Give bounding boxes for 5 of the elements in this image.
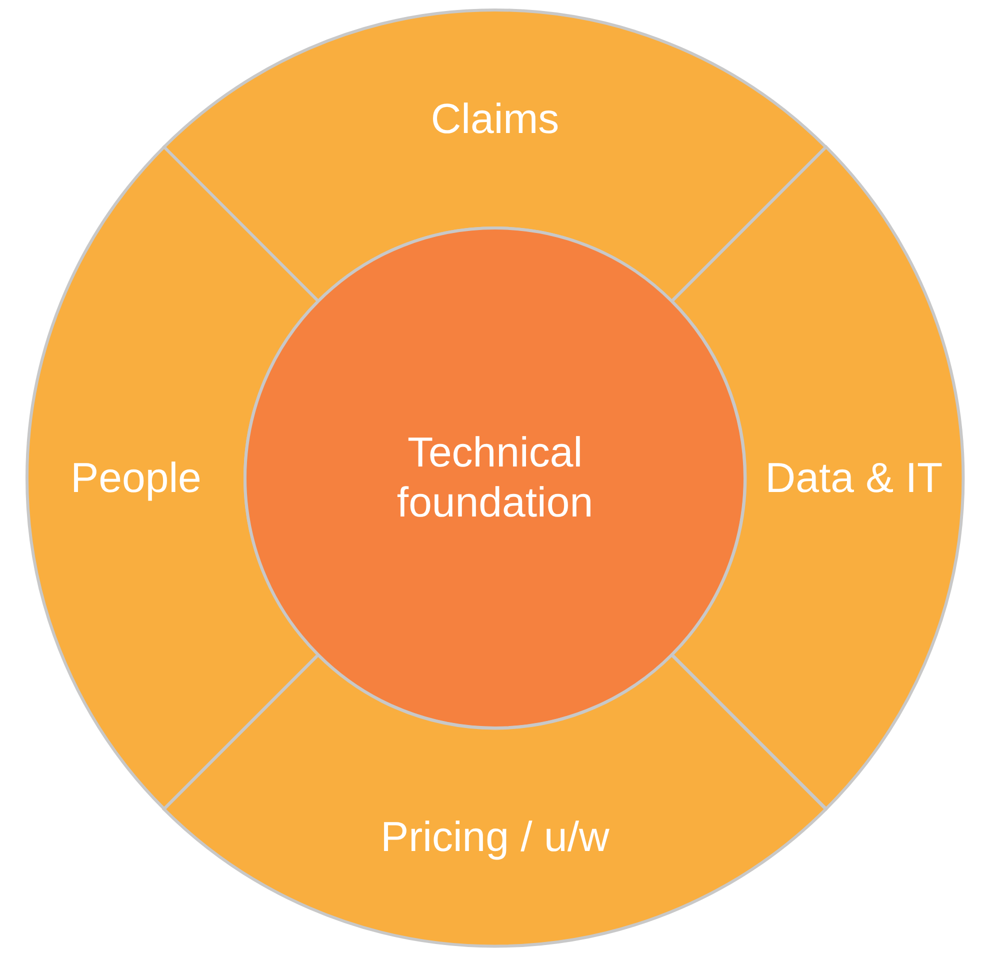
piece-label: Data & IT bbox=[765, 452, 943, 503]
piece-label: People bbox=[70, 452, 202, 503]
center-label: Technical foundation bbox=[396, 428, 594, 528]
piece-label: Pricing / u/w bbox=[380, 812, 610, 862]
piece-label: Claims bbox=[430, 94, 560, 144]
